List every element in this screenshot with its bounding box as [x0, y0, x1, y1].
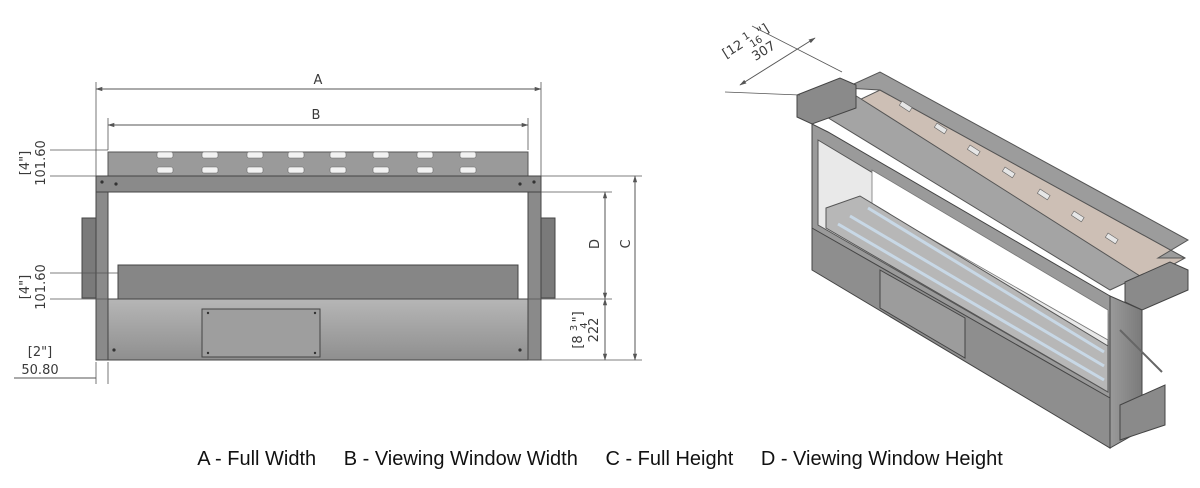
top-flange	[107, 151, 529, 177]
dim-bottom-inch: [2"]	[28, 345, 52, 360]
dim-base-inch: [8 34"]	[569, 311, 590, 348]
dimension-legend: A - Full Width B - Viewing Window Width …	[0, 448, 1200, 471]
burner-tray	[117, 264, 519, 300]
access-panel	[201, 308, 321, 358]
dim-b-label: B	[312, 108, 321, 123]
dim-side-mm: 101.60	[34, 264, 49, 310]
top-rail	[95, 175, 542, 193]
left-standoff	[81, 217, 97, 299]
dim-top-inch: [4"]	[18, 151, 33, 175]
dim-bottom-mm: 50.80	[21, 363, 58, 378]
dim-depth-line	[739, 37, 816, 86]
dim-base-mm: 222	[587, 318, 602, 343]
dim-c-label: C	[619, 239, 634, 248]
legend-c: C - Full Height	[605, 448, 734, 470]
dim-d-label: D	[588, 239, 603, 249]
top-flange-slots	[156, 151, 477, 174]
isometric-view: [12 116"] 307	[719, 20, 1190, 449]
legend-b: B - Viewing Window Width	[343, 448, 578, 470]
left-bracket	[796, 77, 857, 125]
legend-a: A - Full Width	[197, 448, 317, 470]
dim-top-mm: 101.60	[34, 140, 49, 186]
left-post	[95, 191, 109, 361]
flange-slots	[898, 100, 1119, 245]
iso-access-panel	[879, 269, 966, 359]
back-flange	[844, 71, 1190, 259]
dim-a-label: A	[314, 73, 323, 88]
side-control-bracket	[1119, 384, 1166, 441]
right-standoff	[540, 217, 556, 299]
burner-tubes	[837, 206, 1105, 382]
right-bracket	[1124, 261, 1189, 311]
dim-side-inch: [4"]	[18, 275, 33, 299]
right-post	[527, 191, 542, 361]
front-view: A B C D [8 34"] 222 [4"] 101.60	[14, 73, 642, 384]
legend-d: D - Viewing Window Height	[760, 448, 1003, 470]
rear-glass	[871, 169, 1109, 341]
